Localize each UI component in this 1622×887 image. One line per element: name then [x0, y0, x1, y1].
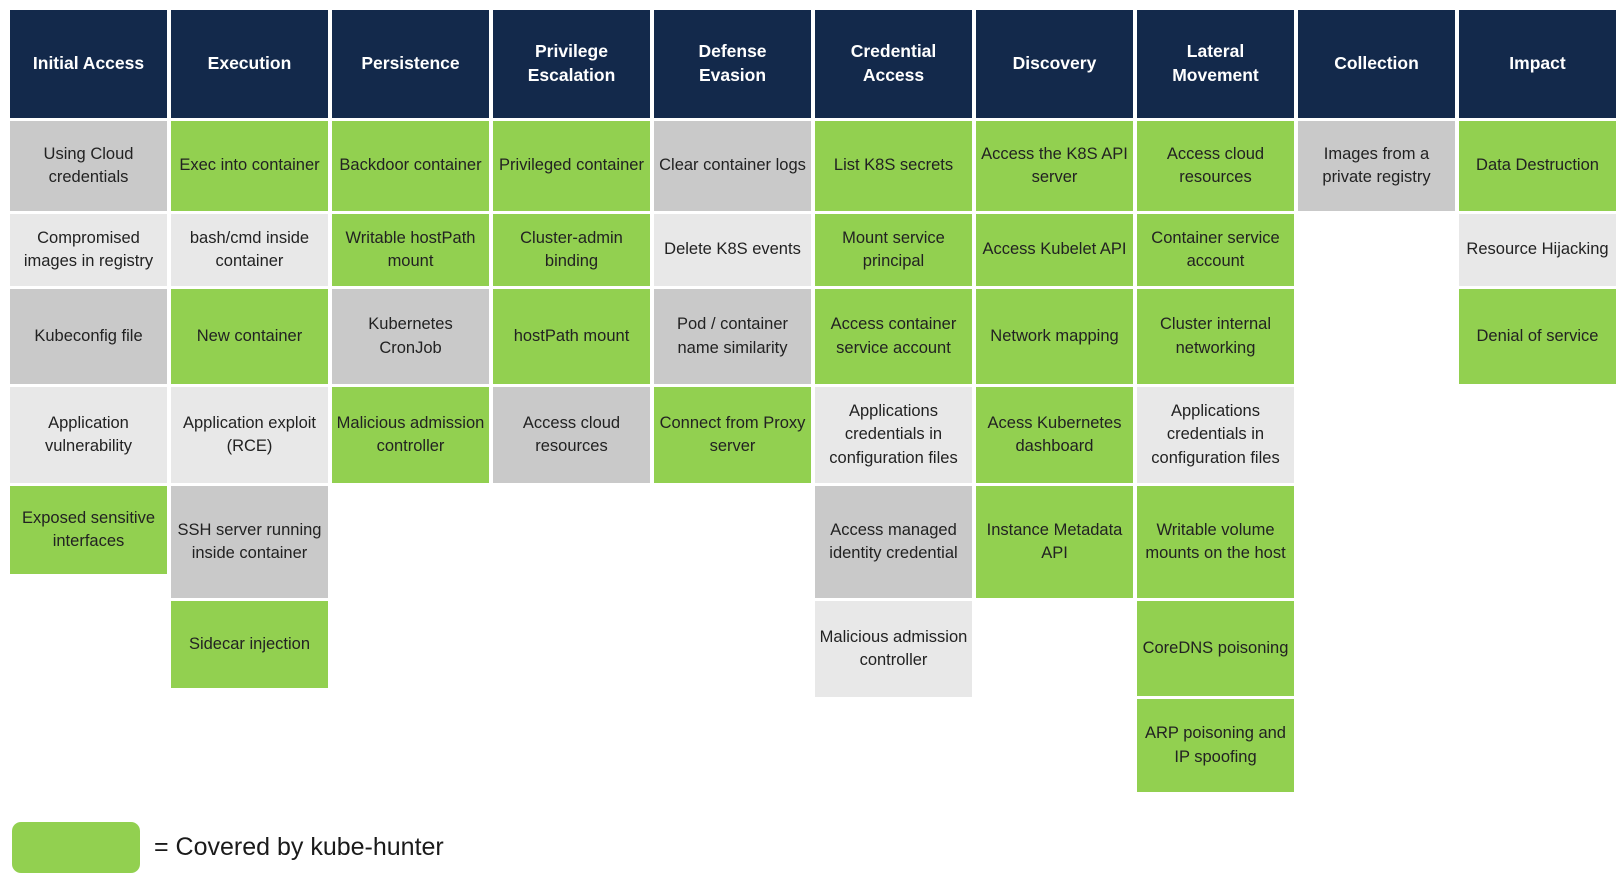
legend-green-swatch	[12, 822, 140, 873]
technique-cell-cluster-admin-binding: Cluster-admin binding	[493, 214, 650, 286]
technique-cell-denial-of-service: Denial of service	[1459, 289, 1616, 384]
technique-cell-container-service-account: Container service account	[1137, 214, 1294, 286]
column-header-credential-access: Credential Access	[815, 10, 972, 118]
technique-cell-resource-hijacking: Resource Hijacking	[1459, 214, 1616, 286]
technique-cell-list-k8s-secrets: List K8S secrets	[815, 121, 972, 211]
technique-cell-writable-volume-mounts-on-the-host: Writable volume mounts on the host	[1137, 486, 1294, 598]
technique-cell-kubeconfig-file: Kubeconfig file	[10, 289, 167, 384]
technique-cell-arp-poisoning-and-ip-spoofing: ARP poisoning and IP spoofing	[1137, 699, 1294, 792]
column-header-collection: Collection	[1298, 10, 1455, 118]
technique-cell-backdoor-container: Backdoor container	[332, 121, 489, 211]
technique-cell-sidecar-injection: Sidecar injection	[171, 601, 328, 688]
technique-cell-bash-cmd-inside-container: bash/cmd inside container	[171, 214, 328, 286]
technique-cell-access-cloud-resources: Access cloud resources	[493, 387, 650, 483]
technique-cell-malicious-admission-controller: Malicious admission controller	[815, 601, 972, 697]
technique-cell-privileged-container: Privileged container	[493, 121, 650, 211]
legend-label: = Covered by kube-hunter	[154, 833, 444, 861]
column-header-initial-access: Initial Access	[10, 10, 167, 118]
column-header-persistence: Persistence	[332, 10, 489, 118]
technique-cell-images-from-a-private-registry: Images from a private registry	[1298, 121, 1455, 211]
technique-cell-access-the-k8s-api-server: Access the K8S API server	[976, 121, 1133, 211]
column-header-impact: Impact	[1459, 10, 1616, 118]
technique-cell-network-mapping: Network mapping	[976, 289, 1133, 384]
technique-cell-data-destruction: Data Destruction	[1459, 121, 1616, 211]
technique-cell-acess-kubernetes-dashboard: Acess Kubernetes dashboard	[976, 387, 1133, 483]
technique-cell-application-exploit-rce: Application exploit (RCE)	[171, 387, 328, 483]
technique-cell-malicious-admission-controller: Malicious admission controller	[332, 387, 489, 483]
legend: = Covered by kube-hunter	[12, 822, 444, 873]
technique-cell-new-container: New container	[171, 289, 328, 384]
column-header-privilege-escalation: Privilege Escalation	[493, 10, 650, 118]
column-header-discovery: Discovery	[976, 10, 1133, 118]
technique-cell-cluster-internal-networking: Cluster internal networking	[1137, 289, 1294, 384]
column-header-lateral-movement: Lateral Movement	[1137, 10, 1294, 118]
technique-cell-pod-container-name-similarity: Pod / container name similarity	[654, 289, 811, 384]
technique-cell-application-vulnerability: Application vulnerability	[10, 387, 167, 483]
technique-cell-delete-k8s-events: Delete K8S events	[654, 214, 811, 286]
column-header-execution: Execution	[171, 10, 328, 118]
technique-cell-coredns-poisoning: CoreDNS poisoning	[1137, 601, 1294, 696]
technique-cell-mount-service-principal: Mount service principal	[815, 214, 972, 286]
technique-cell-connect-from-proxy-server: Connect from Proxy server	[654, 387, 811, 483]
technique-cell-hostpath-mount: hostPath mount	[493, 289, 650, 384]
column-header-defense-evasion: Defense Evasion	[654, 10, 811, 118]
technique-cell-using-cloud-credentials: Using Cloud credentials	[10, 121, 167, 211]
technique-cell-access-managed-identity-credential: Access managed identity credential	[815, 486, 972, 598]
technique-cell-kubernetes-cronjob: Kubernetes CronJob	[332, 289, 489, 384]
technique-cell-exec-into-container: Exec into container	[171, 121, 328, 211]
technique-cell-access-container-service-account: Access container service account	[815, 289, 972, 384]
technique-cell-writable-hostpath-mount: Writable hostPath mount	[332, 214, 489, 286]
technique-cell-clear-container-logs: Clear container logs	[654, 121, 811, 211]
technique-cell-access-cloud-resources: Access cloud resources	[1137, 121, 1294, 211]
technique-cell-applications-credentials-in-configuration-files: Applications credentials in configuratio…	[815, 387, 972, 483]
technique-cell-exposed-sensitive-interfaces: Exposed sensitive interfaces	[10, 486, 167, 574]
technique-cell-access-kubelet-api: Access Kubelet API	[976, 214, 1133, 286]
technique-cell-instance-metadata-api: Instance Metadata API	[976, 486, 1133, 598]
technique-cell-ssh-server-running-inside-container: SSH server running inside container	[171, 486, 328, 598]
technique-cell-compromised-images-in-registry: Compromised images in registry	[10, 214, 167, 286]
technique-cell-applications-credentials-in-configuration-files: Applications credentials in configuratio…	[1137, 387, 1294, 483]
